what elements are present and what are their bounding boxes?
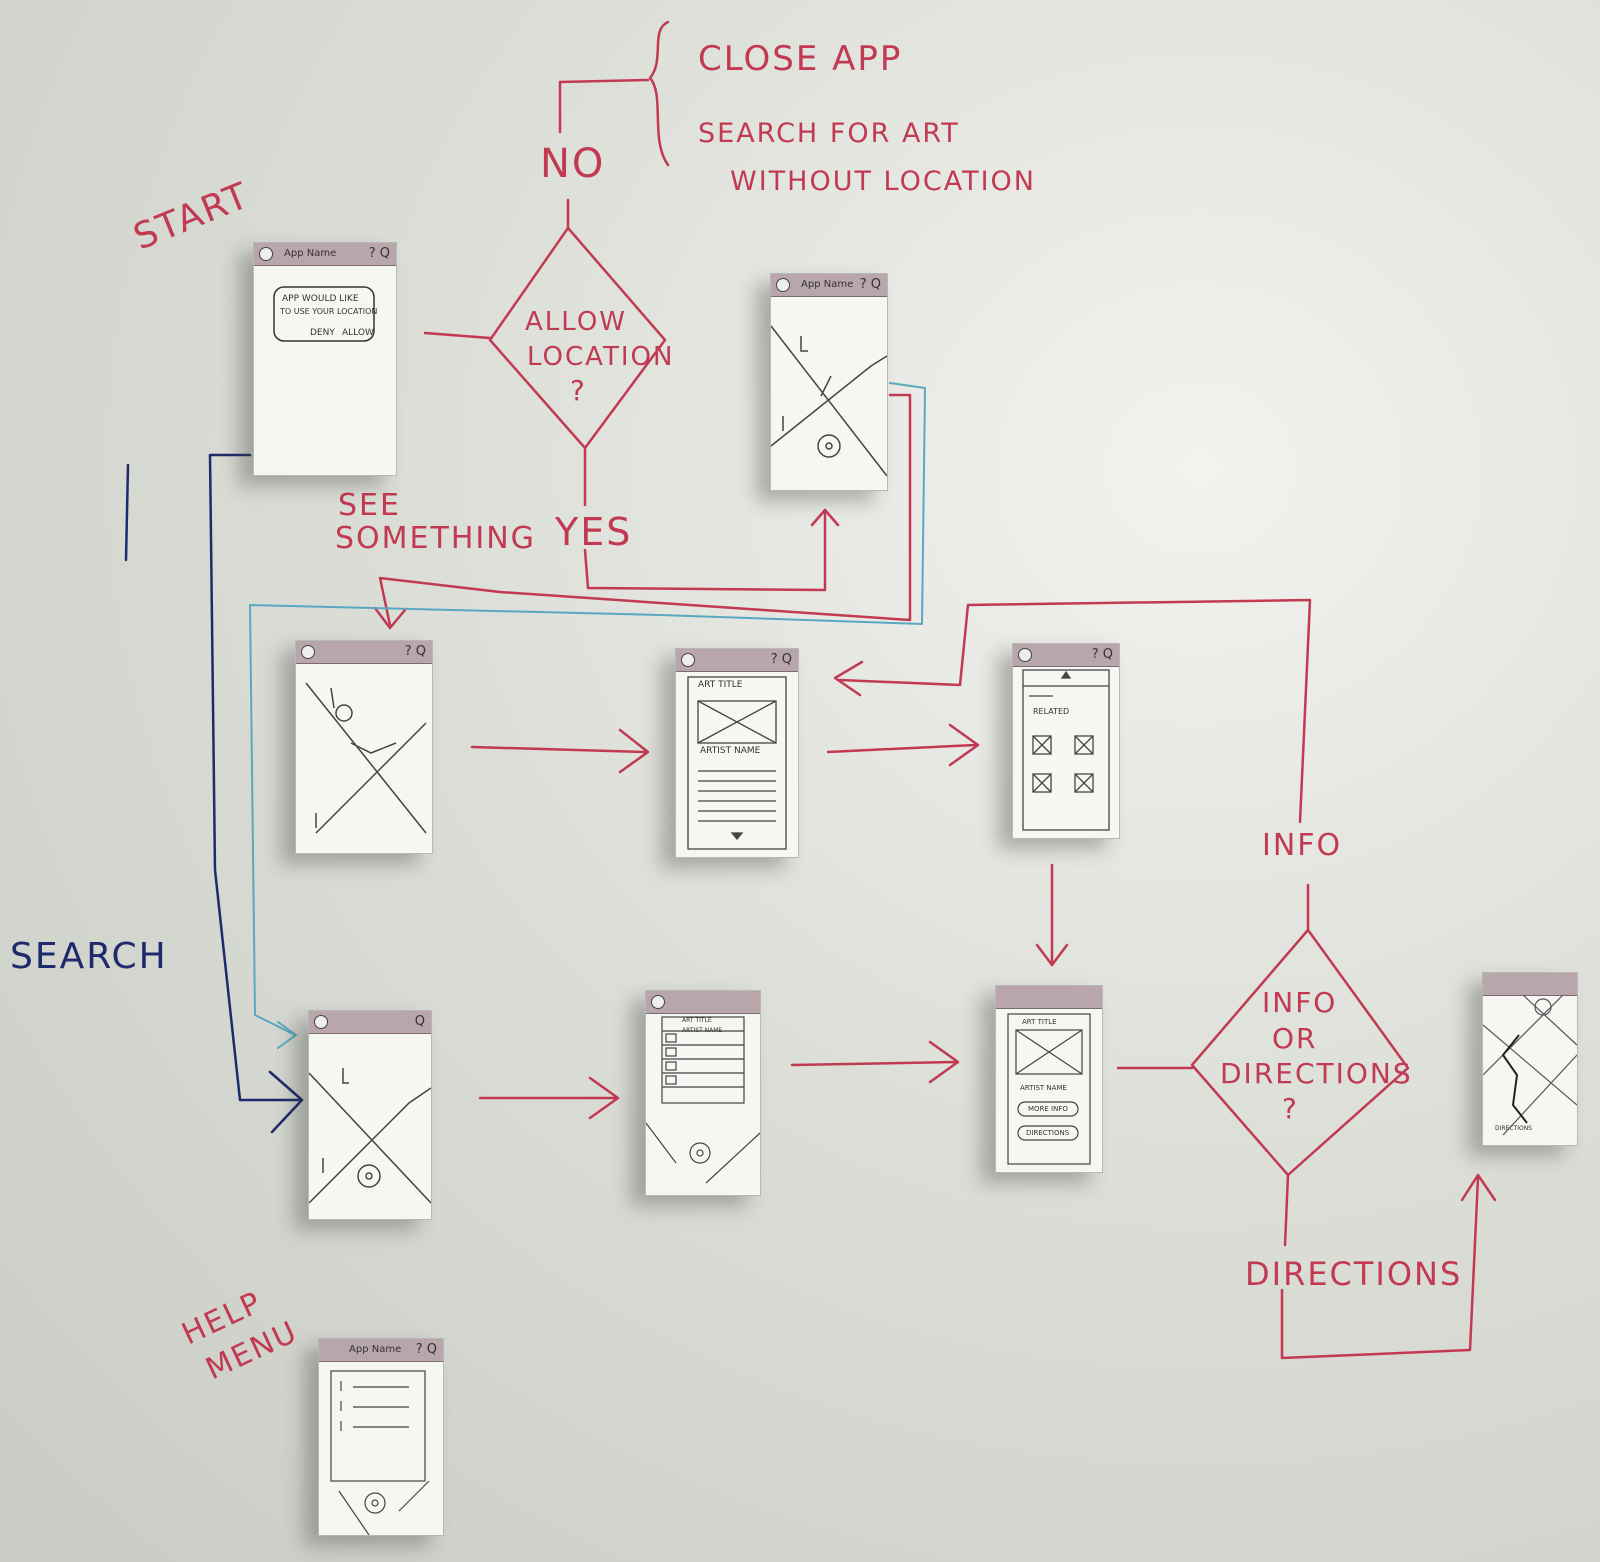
card-header bbox=[996, 986, 1102, 1009]
connector-teal bbox=[249, 382, 926, 1049]
card-header: App Name ? Q bbox=[319, 1339, 443, 1362]
artist-name: ARTIST NAME bbox=[1020, 1084, 1067, 1092]
card-header: ? Q bbox=[296, 641, 432, 664]
label-no: NO bbox=[540, 141, 605, 187]
card-art-detail: ? Q ART TITLE ARTIST NAME bbox=[675, 648, 799, 858]
label-info-or-2: OR bbox=[1272, 1022, 1318, 1055]
permission-text-2: TO USE YOUR LOCATION bbox=[280, 307, 378, 316]
label-info: INFO bbox=[1262, 828, 1342, 863]
card-search-results: ART TITLE ARTIST NAME bbox=[645, 990, 761, 1196]
label-info-or-3: DIRECTIONS bbox=[1220, 1057, 1413, 1090]
connector-see-something bbox=[373, 393, 912, 630]
card-header bbox=[1483, 973, 1577, 996]
connector-directions bbox=[1280, 1173, 1497, 1360]
label-allow: ALLOW bbox=[525, 307, 627, 337]
card-location-permission: App Name ? Q APP WOULD LIKE TO USE YOUR … bbox=[253, 242, 397, 476]
card-header: App Name ? Q bbox=[254, 243, 396, 266]
connector-start-to-decision bbox=[423, 331, 492, 340]
permission-text-1: APP WOULD LIKE bbox=[282, 294, 359, 304]
label-search-without-location-2: WITHOUT LOCATION bbox=[730, 166, 1036, 197]
card-header: ? Q bbox=[1013, 644, 1119, 667]
label-search: SEARCH bbox=[10, 936, 168, 977]
artist-name: ARTIST NAME bbox=[700, 746, 761, 756]
menu-circle-icon bbox=[651, 995, 665, 1009]
label-question-1: ? bbox=[570, 374, 587, 407]
arrow-results-to-detail bbox=[790, 1040, 960, 1084]
result-title[interactable]: ART TITLE bbox=[682, 1017, 712, 1024]
route-label: DIRECTIONS bbox=[1495, 1125, 1532, 1132]
card-route: DIRECTIONS bbox=[1482, 972, 1578, 1146]
menu-circle-icon bbox=[1018, 648, 1032, 662]
menu-circle-icon bbox=[314, 1015, 328, 1029]
help-search-icons: ? Q bbox=[859, 277, 881, 292]
more-info-button[interactable]: MORE INFO bbox=[1028, 1105, 1068, 1113]
connector-search bbox=[208, 453, 304, 1134]
directions-button[interactable]: DIRECTIONS bbox=[1026, 1129, 1070, 1137]
result-artist[interactable]: ARTIST NAME bbox=[682, 1027, 723, 1034]
arrow-related-down bbox=[1035, 863, 1069, 967]
deny-button[interactable]: DENY bbox=[310, 328, 335, 338]
help-search-icons: ? Q bbox=[1091, 647, 1113, 662]
arrow-detail-to-related bbox=[826, 723, 980, 767]
card-related: ? Q RELATED bbox=[1012, 643, 1120, 839]
card-header: App Name ? Q bbox=[771, 274, 887, 297]
help-search-icons: ? Q bbox=[415, 1342, 437, 1357]
label-search-without-location-1: SEARCH FOR ART bbox=[698, 118, 960, 149]
help-search-icons: ? Q bbox=[770, 652, 792, 667]
art-title: ART TITLE bbox=[698, 680, 743, 690]
menu-circle-icon bbox=[681, 653, 695, 667]
card-map-located: App Name ? Q bbox=[770, 273, 888, 491]
card-map-browse: ? Q bbox=[295, 640, 433, 854]
label-yes: YES bbox=[554, 510, 632, 554]
search-bar[interactable] bbox=[646, 991, 760, 1014]
label-location: LOCATION bbox=[527, 342, 674, 372]
navy-tick bbox=[124, 463, 130, 562]
label-close-app: CLOSE APP bbox=[698, 39, 902, 79]
help-search-icons: ? Q bbox=[404, 644, 426, 659]
label-start: START bbox=[128, 175, 256, 258]
app-name: App Name bbox=[284, 248, 337, 259]
decision-allow-location bbox=[488, 226, 667, 450]
card-header: ? Q bbox=[676, 649, 798, 672]
card-help-menu: App Name ? Q bbox=[318, 1338, 444, 1536]
connector-no bbox=[558, 78, 650, 230]
allow-button[interactable]: ALLOW bbox=[342, 328, 374, 338]
label-directions: DIRECTIONS bbox=[1245, 1255, 1462, 1293]
menu-circle-icon bbox=[776, 278, 790, 292]
connector-info-loop bbox=[833, 598, 1312, 932]
search-bar[interactable]: Q bbox=[309, 1011, 431, 1034]
card-detail-actions: ART TITLE ARTIST NAME MORE INFO DIRECTIO… bbox=[995, 985, 1103, 1173]
brace-close-options bbox=[648, 20, 670, 167]
related-heading: RELATED bbox=[1033, 707, 1070, 716]
menu-circle-icon bbox=[259, 247, 273, 261]
help-search-icons: ? Q bbox=[368, 246, 390, 261]
menu-circle-icon bbox=[301, 645, 315, 659]
art-title: ART TITLE bbox=[1022, 1018, 1057, 1026]
label-something: SOMETHING bbox=[335, 521, 536, 556]
label-question-2: ? bbox=[1282, 1092, 1299, 1125]
search-icon[interactable]: Q bbox=[414, 1014, 425, 1029]
label-see: SEE bbox=[338, 488, 401, 523]
arrow-map-to-detail bbox=[470, 728, 650, 774]
app-name: App Name bbox=[801, 279, 854, 290]
card-search-map: Q bbox=[308, 1010, 432, 1220]
arrow-searchmap-to-results bbox=[478, 1076, 620, 1120]
app-name: App Name bbox=[349, 1344, 402, 1355]
label-info-or-1: INFO bbox=[1262, 986, 1337, 1019]
connector-yes bbox=[583, 446, 840, 592]
